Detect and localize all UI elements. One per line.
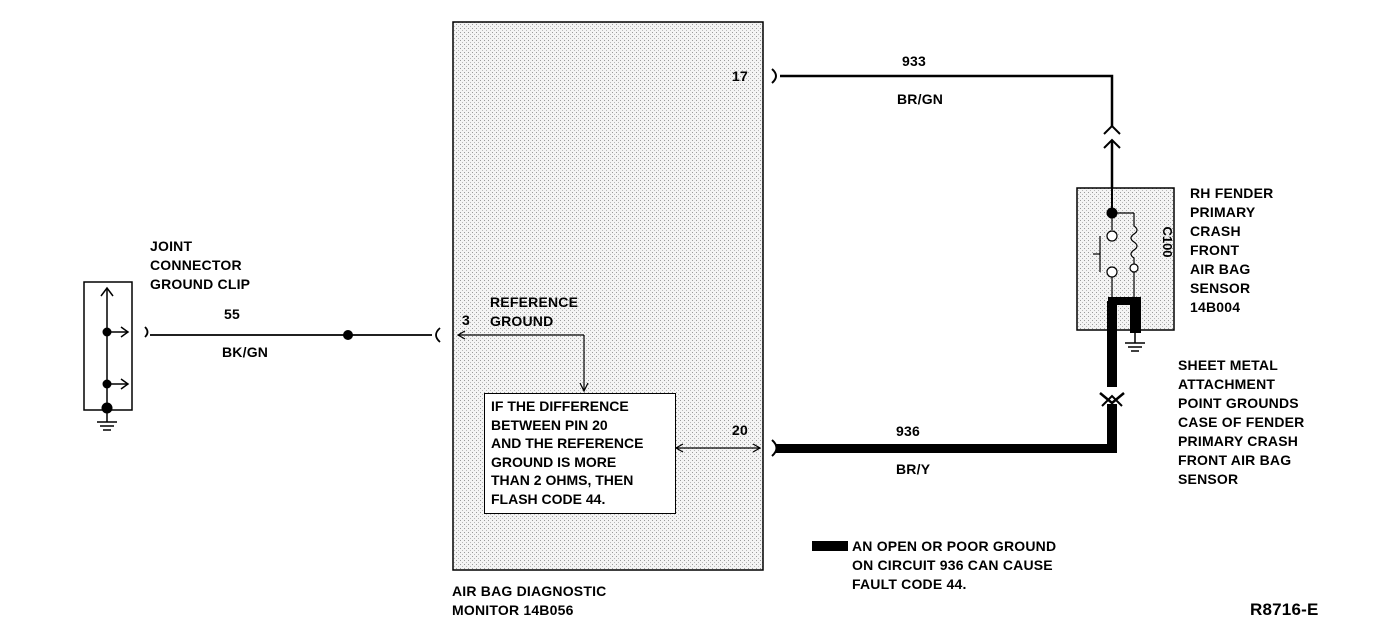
wire-55-color: BK/GN [222,344,269,360]
sensor-label: RH FENDER PRIMARY CRASH FRONT AIR BAG SE… [1190,185,1274,315]
diagnostic-note-text: IF THE DIFFERENCE BETWEEN PIN 20 AND THE… [491,398,644,507]
legend-heavy-line-swatch [812,541,848,551]
figure-id: R8716-E [1250,600,1319,619]
reference-ground-path [456,330,589,393]
wire-936-color: BR/Y [896,461,931,477]
circuit-55-wire [144,326,441,343]
legend-text: AN OPEN OR POOR GROUND ON CIRCUIT 936 CA… [852,538,1057,592]
wire-933-number: 933 [902,53,926,69]
wire-936-number: 936 [896,423,920,439]
joint-connector-ground-clip [83,281,133,431]
pin-20-link [674,443,762,453]
reference-ground-label: REFERENCE GROUND [490,294,579,329]
pin-17-label: 17 [732,68,748,84]
wire-55-number: 55 [224,306,240,322]
circuit-933-wire [771,68,1121,188]
sensor-connector-id: C100 [1160,226,1175,258]
joint-connector-label: JOINT CONNECTOR GROUND CLIP [150,238,251,292]
crash-sensor [1076,187,1175,352]
circuit-936-wire [771,301,1125,457]
wire-933-color: BR/GN [897,91,944,107]
diagnostic-note-box: IF THE DIFFERENCE BETWEEN PIN 20 AND THE… [484,393,676,514]
sheet-metal-label: SHEET METAL ATTACHMENT POINT GROUNDS CAS… [1178,357,1305,487]
monitor-label: AIR BAG DIAGNOSTIC MONITOR 14B056 [452,583,607,618]
pin-20-label: 20 [732,422,748,438]
pin-3-label: 3 [462,312,470,328]
